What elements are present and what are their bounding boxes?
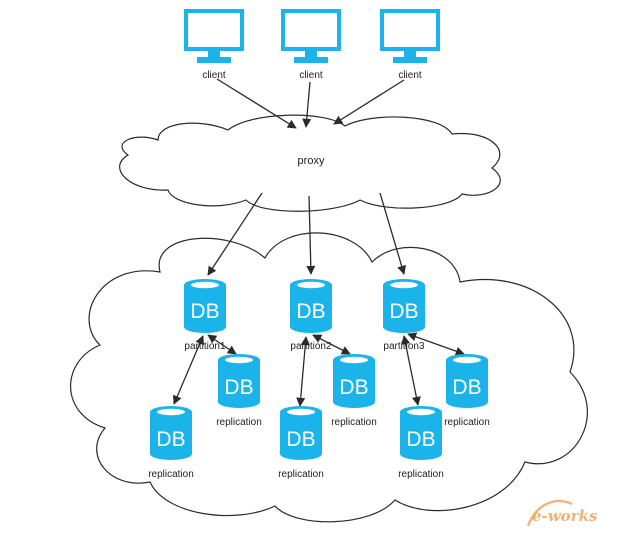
replication-label: replication bbox=[278, 469, 324, 480]
arrow-p3-rep-left bbox=[401, 335, 421, 406]
database-icon bbox=[333, 354, 375, 408]
database-icon bbox=[184, 279, 226, 333]
partition-label: partition3 bbox=[383, 341, 425, 352]
proxy-label: proxy bbox=[298, 155, 325, 167]
replication-p1-left: DB replication bbox=[148, 406, 194, 480]
monitor-icon bbox=[380, 9, 440, 63]
arrow-p1-rep-left bbox=[173, 335, 204, 405]
db-text: DB bbox=[224, 376, 253, 399]
arrow-p2-rep-left bbox=[296, 336, 310, 407]
replication-p2-right: DB replication bbox=[331, 354, 377, 428]
replication-p3-left: DB replication bbox=[398, 406, 444, 480]
replication-label: replication bbox=[444, 417, 490, 428]
arrow-proxy-partition2 bbox=[306, 195, 316, 275]
database-icon bbox=[150, 406, 192, 460]
arrow-proxy-partition3 bbox=[379, 192, 407, 275]
arrow-p3-rep-right bbox=[407, 332, 465, 356]
monitor-icon bbox=[184, 9, 244, 63]
db-text: DB bbox=[190, 300, 219, 323]
swoosh-icon bbox=[526, 499, 573, 527]
replication-p3-right: DB replication bbox=[444, 354, 490, 428]
db-text: DB bbox=[339, 376, 368, 399]
database-icon bbox=[218, 354, 260, 408]
watermark-text: e-works bbox=[532, 507, 598, 525]
partition-label: partition1 bbox=[184, 341, 226, 352]
arrow-client1-proxy bbox=[216, 78, 297, 129]
partition-3: DB partition3 bbox=[383, 279, 425, 352]
client-2: client bbox=[281, 9, 341, 81]
partition-label: partition2 bbox=[290, 341, 332, 352]
database-icon bbox=[383, 279, 425, 333]
db-text: DB bbox=[389, 300, 418, 323]
monitor-icon bbox=[281, 9, 341, 63]
client-label: client bbox=[398, 70, 422, 81]
client-3: client bbox=[380, 9, 440, 81]
database-icon bbox=[280, 406, 322, 460]
replication-label: replication bbox=[398, 469, 444, 480]
partition-1: DB partition1 bbox=[184, 279, 226, 352]
replication-p1-right: DB replication bbox=[216, 354, 262, 428]
watermark-logo: e-works bbox=[526, 499, 598, 527]
db-text: DB bbox=[406, 428, 435, 451]
replication-label: replication bbox=[216, 417, 262, 428]
db-text: DB bbox=[452, 376, 481, 399]
arrow-client2-proxy bbox=[302, 81, 312, 128]
replication-label: replication bbox=[331, 417, 377, 428]
proxy-cloud bbox=[119, 114, 501, 212]
partition-2: DB partition2 bbox=[290, 279, 332, 352]
database-icon bbox=[290, 279, 332, 333]
arrow-proxy-partition1 bbox=[207, 192, 263, 276]
database-icon bbox=[446, 354, 488, 408]
db-text: DB bbox=[296, 300, 325, 323]
arrow-p2-rep-right bbox=[312, 334, 351, 355]
client-label: client bbox=[202, 70, 226, 81]
client-label: client bbox=[299, 70, 323, 81]
database-icon bbox=[400, 406, 442, 460]
arrow-client3-proxy bbox=[333, 79, 405, 125]
client-1: client bbox=[184, 9, 244, 81]
db-text: DB bbox=[156, 428, 185, 451]
replication-p2-left: DB replication bbox=[278, 406, 324, 480]
db-text: DB bbox=[286, 428, 315, 451]
replication-label: replication bbox=[148, 469, 194, 480]
arrow-p1-rep-right bbox=[207, 334, 237, 355]
